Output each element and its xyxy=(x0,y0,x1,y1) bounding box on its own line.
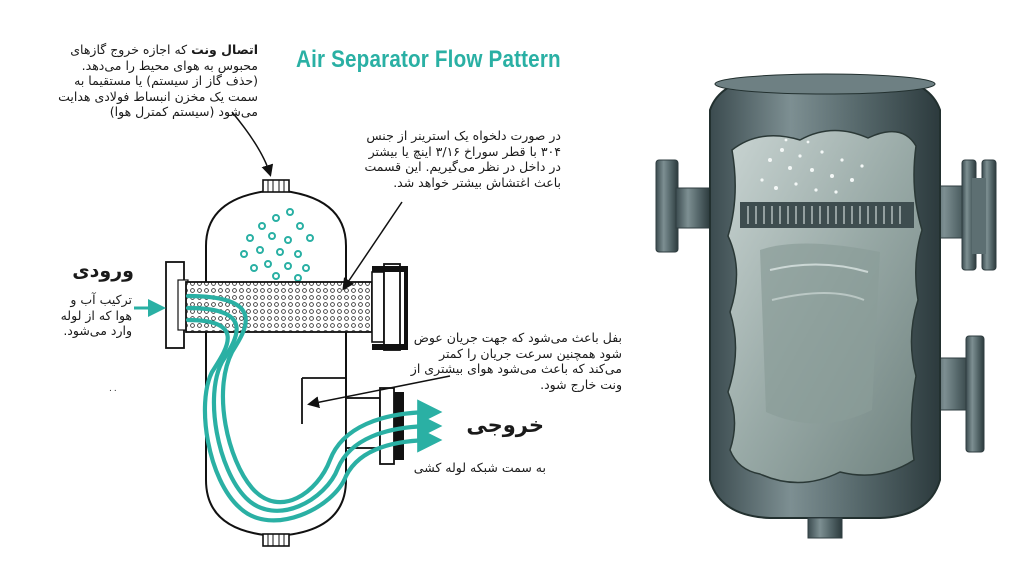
vent-annotation-heading: اتصال ونت xyxy=(191,42,258,57)
drain-nozzle xyxy=(262,533,290,547)
cutaway-illustration xyxy=(655,73,997,539)
baffle-annotation: بفل باعث می‌شود که جهت جریان عوض شود همچ… xyxy=(410,330,622,392)
outlet-annotation: به سمت شبکه لوله کشی xyxy=(413,460,546,475)
vent-pointer xyxy=(231,111,274,177)
right-flange xyxy=(371,271,385,343)
strainer-annotation: در صورت دلخواه یک استرینر از جنس ۳۰۴ با … xyxy=(364,128,561,190)
flow-streams xyxy=(185,293,443,523)
diagram-title: Air Separator Flow Pattern xyxy=(296,46,561,73)
baffle-pointer xyxy=(307,375,451,409)
outlet-title: خروجی xyxy=(466,413,544,437)
page-mark: ۰۰ xyxy=(108,386,118,396)
vent-annotation: اتصال ونت که اجازه خروج گازهای محبوس به … xyxy=(46,42,258,120)
strainer-pointer xyxy=(342,201,403,291)
inlet-annotation: ترکیب آب و هوا که از لوله وارد می‌شود. xyxy=(60,292,132,338)
vent-nozzle xyxy=(262,179,290,193)
air-bubbles xyxy=(240,208,314,282)
vent-annotation-body: که اجازه خروج گازهای محبوس به هوای محیط … xyxy=(58,42,258,119)
inlet-title: ورودی xyxy=(72,260,134,282)
